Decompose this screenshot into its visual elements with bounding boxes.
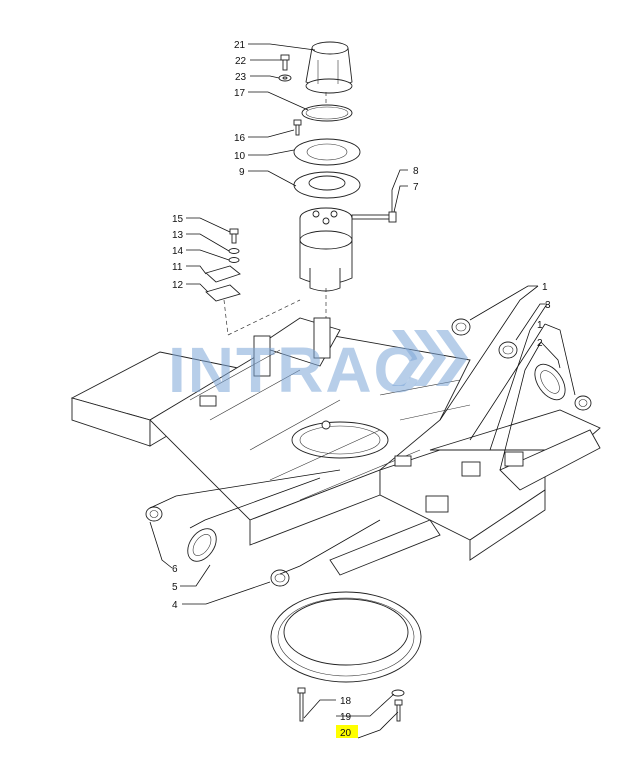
callout-17[interactable]: 17 [234,88,246,99]
cover-washer-part[interactable] [278,74,292,82]
slewing-ring-part[interactable] [270,591,422,683]
callout-14[interactable]: 14 [172,246,184,257]
inspection-cover-part[interactable] [205,265,241,283]
flat-washer-part[interactable] [228,257,240,263]
long-bolt-part[interactable] [351,211,397,223]
callout-21[interactable]: 21 [234,40,246,51]
swivel-cover-part[interactable] [305,41,353,94]
cover-bolt-part[interactable] [280,54,290,71]
rubber-plug-part[interactable] [145,506,163,522]
callout-labels: 21 22 23 17 16 10 9 8 7 15 13 14 11 12 1… [172,40,551,739]
flange-gasket-part[interactable] [293,171,361,199]
callout-4[interactable]: 4 [172,600,178,611]
callout-1-lower[interactable]: 1 [537,320,543,331]
intrac-watermark: INTRAC [168,334,422,406]
callout-22[interactable]: 22 [235,56,247,67]
oval-grommet-part[interactable] [182,523,222,566]
callout-5[interactable]: 5 [172,582,178,593]
callout-11[interactable]: 11 [172,262,183,273]
callout-7[interactable]: 7 [413,182,419,193]
callout-15[interactable]: 15 [172,214,184,225]
ring-washer-part[interactable] [391,689,405,697]
round-grommet-part[interactable] [270,569,290,587]
round-plug-right-part[interactable] [498,341,518,359]
rubber-plug-far-right-part[interactable] [574,395,592,411]
callout-1-upper[interactable]: 1 [542,282,548,293]
oval-grommet-right-part[interactable] [529,359,572,406]
callout-10[interactable]: 10 [234,151,246,162]
flange-plate-part[interactable] [293,138,361,166]
callout-9[interactable]: 9 [239,167,245,178]
callout-12[interactable]: 12 [172,280,184,291]
callout-13[interactable]: 13 [172,230,184,241]
leader-lines [149,43,576,739]
swivel-joint-part[interactable] [299,207,353,292]
callout-16[interactable]: 16 [234,133,246,144]
upper-frame-part[interactable] [70,317,601,576]
ring-bolt-left-part[interactable] [297,687,306,722]
callout-2[interactable]: 2 [537,338,543,349]
cover-plate-bolt-part[interactable] [229,228,239,244]
inspection-gasket-part[interactable] [205,284,241,302]
callout-6[interactable]: 6 [172,564,178,575]
callout-23[interactable]: 23 [235,72,247,83]
seal-ring-part[interactable] [301,104,353,122]
callout-8[interactable]: 8 [413,166,419,177]
watermark-chevron-icon [392,330,468,386]
ring-bolt-right-part[interactable] [394,699,403,722]
callout-18[interactable]: 18 [340,696,352,707]
callout-19[interactable]: 19 [340,712,352,723]
rubber-plug-right-part[interactable] [451,318,471,336]
spring-washer-part[interactable] [228,248,240,254]
plate-bolt-part[interactable] [293,119,302,136]
callout-20[interactable]: 20 [340,728,352,739]
callout-20-highlight [336,725,358,738]
callout-3[interactable]: 3 [545,300,551,311]
